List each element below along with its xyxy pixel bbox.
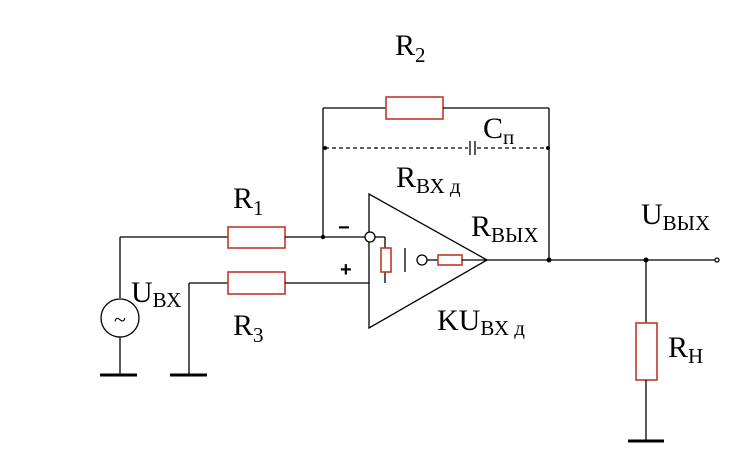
label-rn: RН [668,331,703,368]
resistor-r3 [227,271,286,295]
ac-source-symbol: ~ [114,307,126,332]
resistor-r1 [227,226,286,249]
label-uvx: UВХ [131,276,181,312]
feedback-network [322,96,550,260]
inverting-input-marker [364,231,376,243]
label-r2: R2 [395,29,426,67]
resistor-r2 [385,96,444,120]
junction-node [546,146,550,150]
inverting-sign: − [338,217,350,239]
controlled-source-circle [416,254,428,266]
label-uvyx: UВЫХ [641,198,710,235]
resistor-rvx-d [380,247,392,273]
op-amp-triangle [368,192,489,330]
resistor-rvyx [437,254,463,266]
junction-node [320,234,326,240]
output-network [487,257,720,443]
label-r3: R3 [233,309,264,347]
junction-node [546,257,552,263]
labels: R2 Cп RВХ д R1 RВЫХ UВЫХ UВХ R3 KUВХ д R… [131,29,710,368]
junction-node [323,146,327,150]
input-network: ~ [100,226,385,377]
label-rvx-d: RВХ д [396,161,461,198]
op-amp [364,192,489,330]
non-inverting-sign: + [340,259,352,281]
resistor-rn [635,322,658,381]
label-r1: R1 [233,182,264,220]
output-terminal [714,257,720,263]
label-rvyx: RВЫХ [471,210,539,247]
label-kuvx-d: KUВХ д [437,304,525,340]
label-cp: Cп [483,112,514,149]
